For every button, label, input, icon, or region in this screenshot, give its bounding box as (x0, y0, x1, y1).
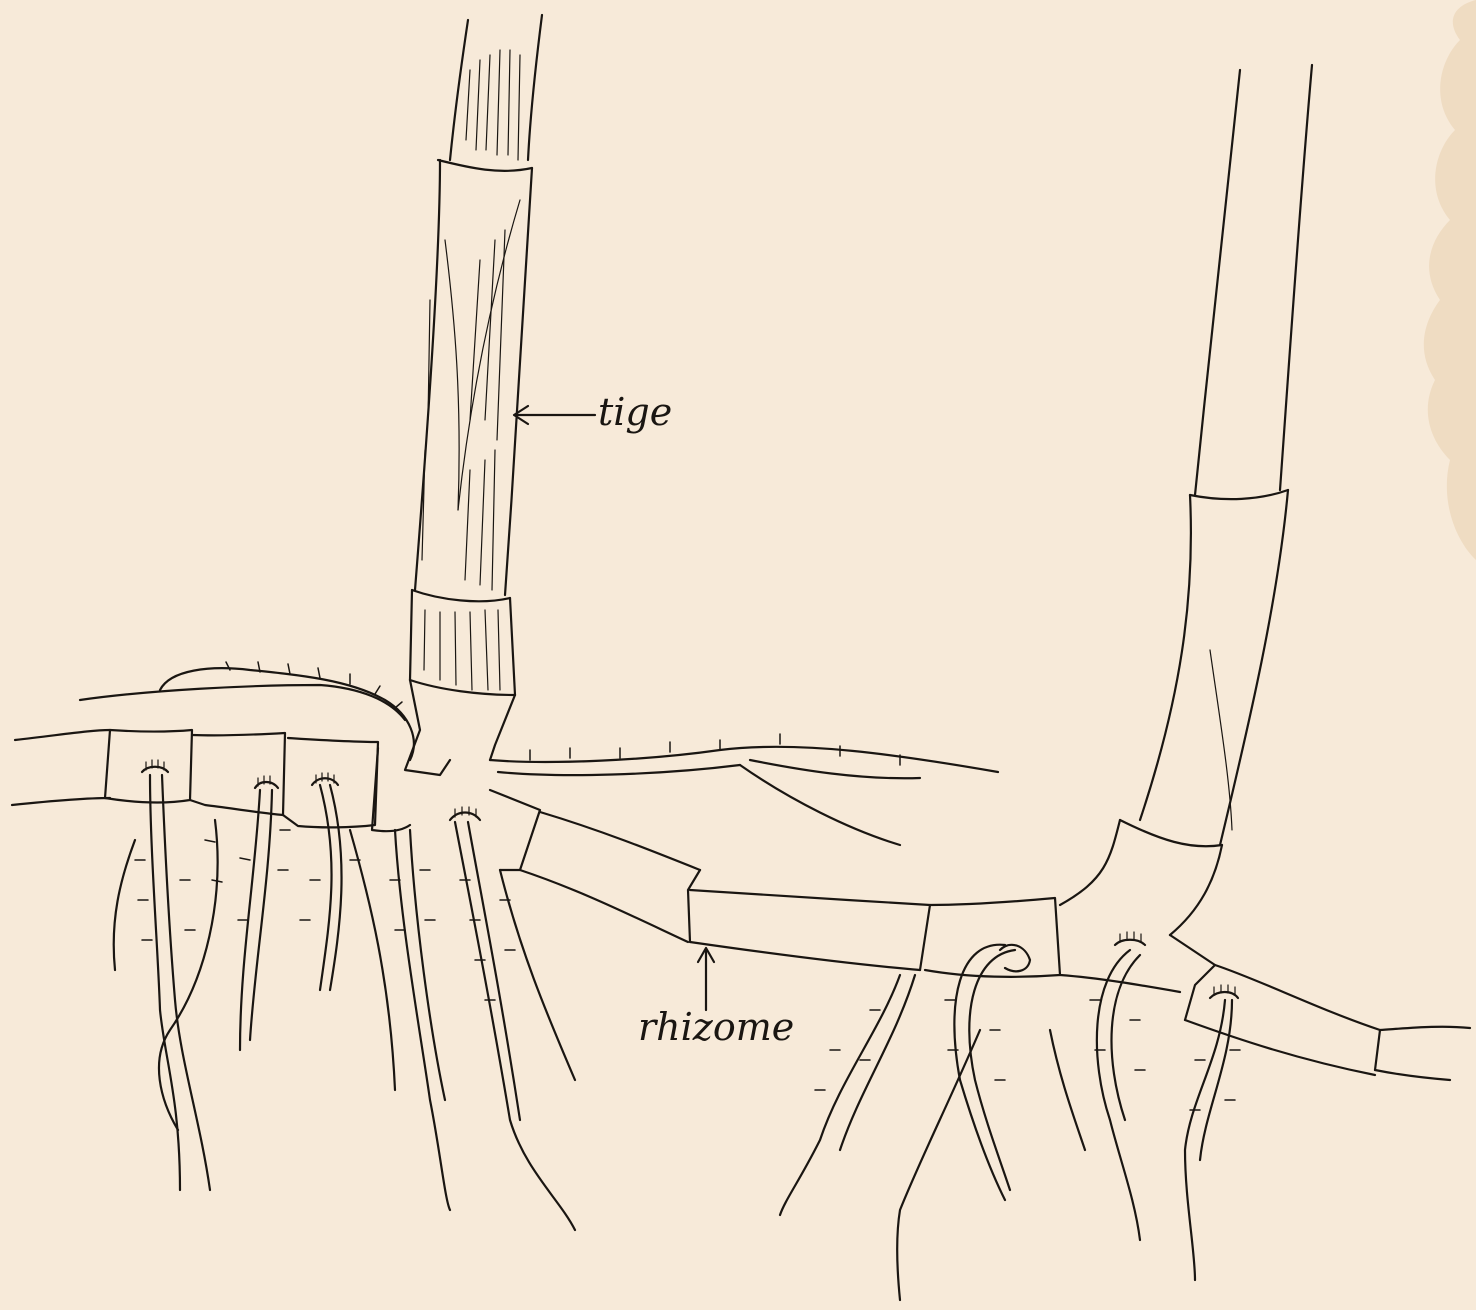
right-stem (1060, 65, 1312, 935)
lateral-shoot (490, 734, 998, 845)
paper-stain (1424, 0, 1476, 560)
stem-label: tige (598, 390, 672, 434)
left-stem (405, 15, 542, 775)
main-rhizome (490, 790, 1470, 1080)
rhizome-label-group: rhizome (638, 948, 794, 1049)
stem-label-group: tige (514, 390, 672, 434)
rhizome-label: rhizome (638, 1005, 794, 1049)
left-rhizome (12, 662, 414, 831)
